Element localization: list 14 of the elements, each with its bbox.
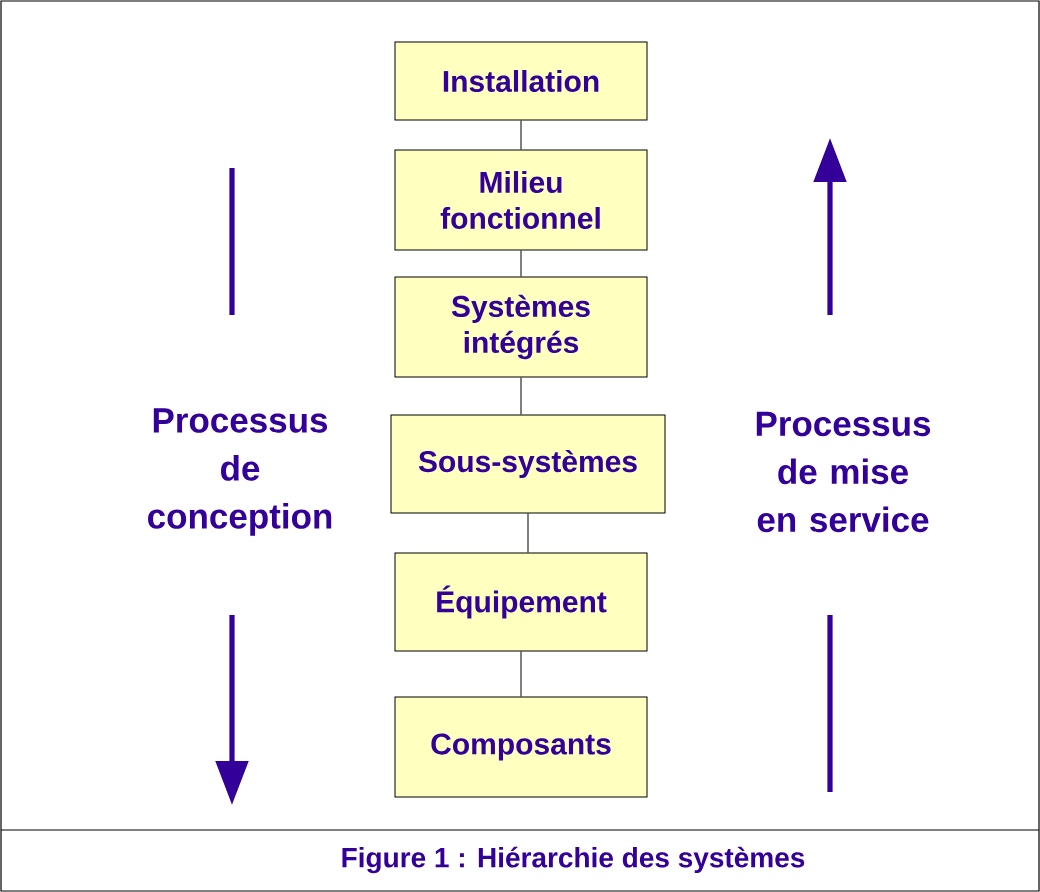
level-box: Systèmes intégrés [394, 276, 648, 378]
process-label: Processus de mise en service [756, 411, 931, 533]
connector-line [520, 120, 522, 150]
connector-line [520, 250, 522, 277]
level-box: Milieu fonctionnel [394, 149, 648, 251]
connector-line [520, 651, 522, 697]
level-box: Équipement [394, 552, 648, 652]
level-box: Installation [394, 41, 648, 121]
process-label: Processus de conception [148, 408, 332, 536]
level-box: Sous-systèmes [390, 414, 666, 514]
level-box: Composants [394, 696, 648, 798]
connector-line [520, 377, 522, 415]
connector-line [527, 513, 529, 553]
figure-caption: Figure 1 : Hiérarchie des systèmes [342, 846, 805, 874]
